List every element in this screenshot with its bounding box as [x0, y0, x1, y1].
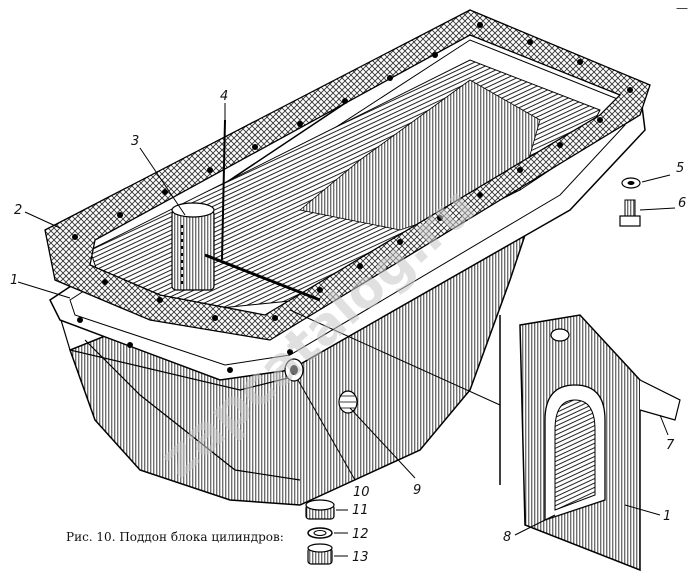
drain-boss — [284, 358, 304, 382]
corner-mark: — — [676, 1, 688, 15]
drain-plug — [338, 390, 358, 414]
callout-2: 2 — [14, 203, 22, 218]
oil-receiver-tube — [171, 202, 215, 291]
callout-1: 1 — [10, 273, 18, 288]
callout-9: 9 — [413, 483, 421, 498]
callout-10: 10 — [353, 485, 370, 500]
callout-12: 12 — [352, 527, 369, 542]
plug-part-11 — [305, 499, 335, 520]
bolt — [619, 199, 641, 227]
callout-7: 7 — [666, 438, 675, 453]
gasket-holes — [72, 22, 633, 373]
callout-11: 11 — [352, 503, 369, 518]
callouts: 1 2 3 4 5 6 7 8 9 10 11 12 13 1 — [10, 89, 686, 565]
washer-12 — [307, 527, 333, 539]
callout-6: 6 — [678, 196, 686, 211]
bracket — [499, 314, 681, 572]
callout-8: 8 — [503, 530, 511, 545]
callout-1-bracket: 1 — [663, 509, 671, 524]
dipstick-rod — [204, 119, 321, 302]
callout-3: 3 — [131, 134, 139, 149]
figure-caption: Рис. 10. Поддон блока цилиндров: — [66, 530, 284, 544]
plug-part-13 — [307, 543, 333, 565]
gasket — [44, 9, 651, 341]
callout-13: 13 — [352, 550, 369, 565]
leader-lines — [17, 103, 676, 557]
callout-5: 5 — [676, 161, 684, 176]
callout-4: 4 — [220, 89, 228, 104]
nut — [621, 177, 641, 189]
assembly-line — [289, 309, 501, 406]
